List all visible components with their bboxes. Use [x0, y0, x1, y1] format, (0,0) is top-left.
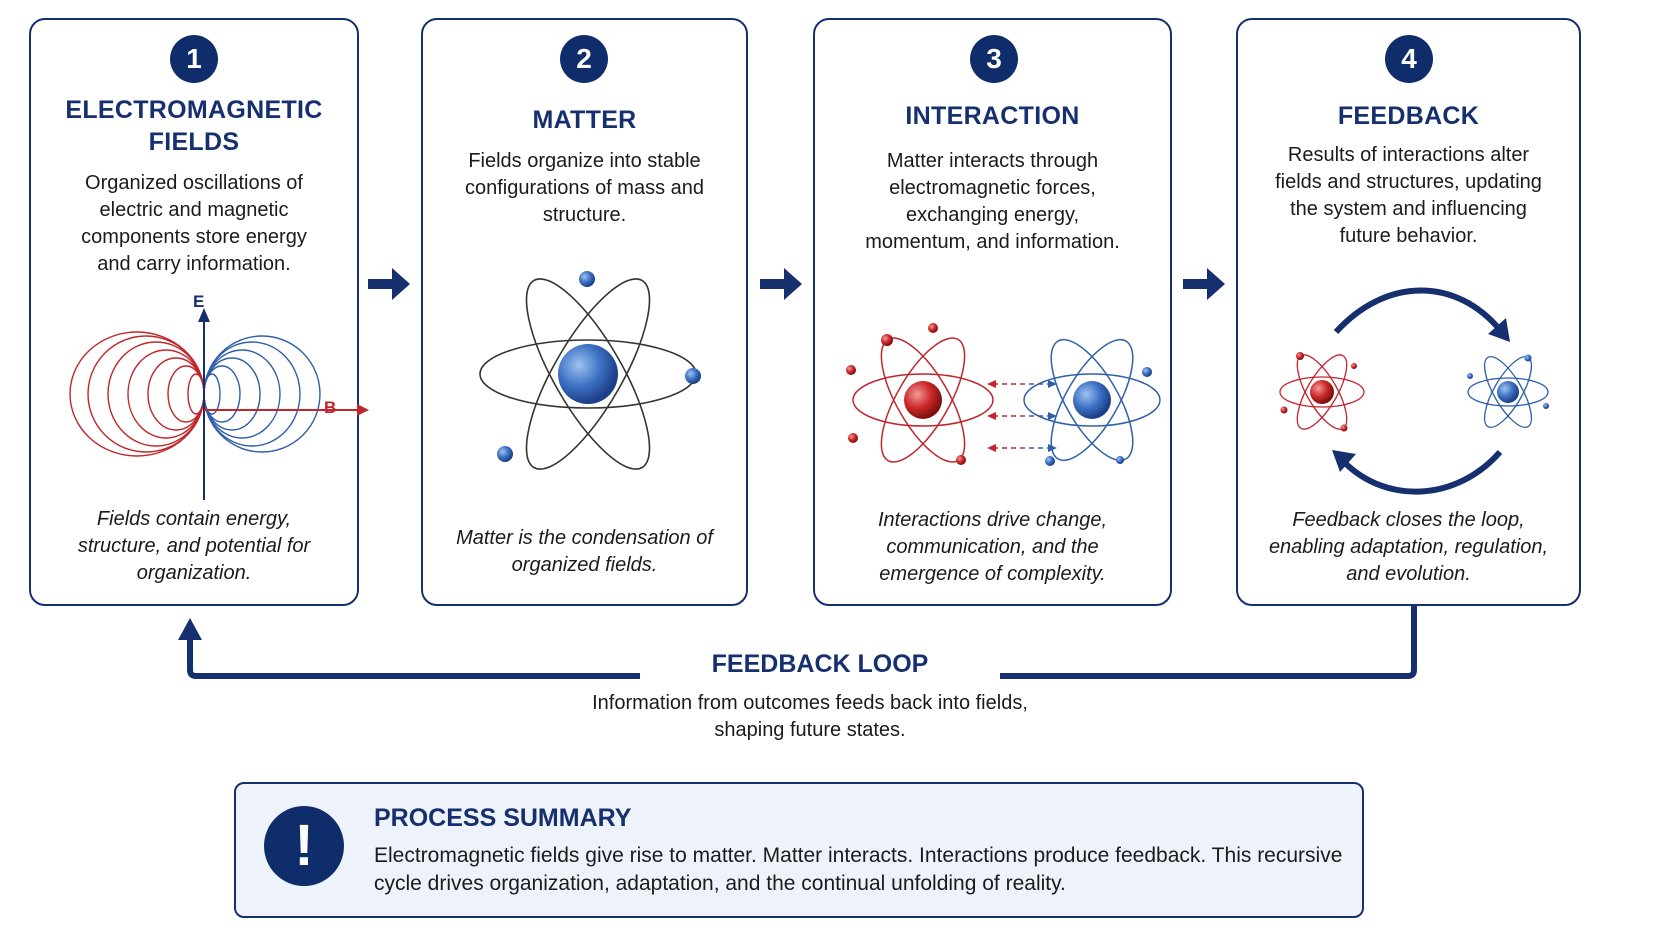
step-note: Interactions drive change, communication… — [877, 509, 1108, 585]
step-description: Matter interacts through electromagnetic… — [865, 150, 1120, 253]
feedback-loop-title: FEEDBACK LOOP — [640, 648, 1000, 680]
step-note: Fields contain energy, structure, and po… — [77, 508, 311, 584]
step-note: Matter is the condensation of organized … — [456, 527, 713, 576]
step-title: MATTER — [532, 106, 637, 134]
step-note: Feedback closes the loop, enabling adapt… — [1268, 509, 1549, 585]
feedback-cycle-icon — [1279, 287, 1549, 495]
right-arrow-icon — [1183, 268, 1225, 300]
atom-icon — [479, 271, 701, 470]
b-axis-label: B — [324, 398, 337, 417]
interacting-atoms-icon — [846, 323, 1161, 466]
step-description: Fields organize into stable configuratio… — [464, 150, 705, 226]
step-title: INTERACTION — [905, 102, 1080, 130]
right-arrow-icon — [760, 268, 802, 300]
step-number-badge: 1 — [170, 35, 218, 83]
step-title: ELECTROMAGNETIC FIELDS — [65, 96, 323, 156]
step-description: Results of interactions alter fields and… — [1275, 144, 1542, 247]
step-number-badge: 2 — [560, 35, 608, 83]
step-number-badge: 3 — [970, 35, 1018, 83]
right-arrow-icon — [368, 268, 410, 300]
step-card-feedback: 4 FEEDBACK Results of interactions alter… — [1236, 18, 1581, 606]
step-card-interaction: 3 INTERACTION Matter interacts through e… — [813, 18, 1172, 606]
step-title: FEEDBACK — [1337, 102, 1480, 130]
exclamation-icon: ! — [264, 806, 344, 886]
electromagnetic-field-lines-icon — [69, 308, 369, 500]
step-card-electromagnetic-fields: 1 ELECTROMAGNETIC FIELDS Organized oscil… — [29, 18, 369, 606]
step-card-matter: 2 MATTER Fields organize into stable con… — [421, 18, 748, 606]
feedback-loop-description: Information from outcomes feeds back int… — [592, 692, 1028, 741]
e-axis-label: E — [193, 292, 205, 311]
step-description: Organized oscillations of electric and m… — [81, 172, 307, 275]
step-number-badge: 4 — [1385, 35, 1433, 83]
process-summary-box: ! PROCESS SUMMARY Electromagnetic fields… — [234, 782, 1364, 918]
summary-text: Electromagnetic fields give rise to matt… — [374, 844, 1343, 895]
summary-title: PROCESS SUMMARY — [374, 804, 632, 832]
